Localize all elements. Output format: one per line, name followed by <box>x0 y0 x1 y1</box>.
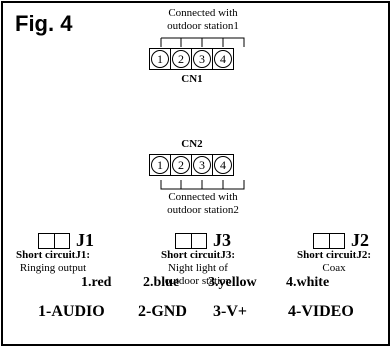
jumper-j2-pins <box>313 232 345 249</box>
j2-title: Short circuitJ2: <box>296 249 372 261</box>
jumper-j1: J1 <box>38 230 94 251</box>
jumper-j2-label: J2 <box>351 230 369 250</box>
jumper-j3-pins <box>175 232 207 249</box>
cn1-caption-line2: outdoor station1 <box>167 20 239 32</box>
cn2-label: CN2 <box>181 138 203 150</box>
jumper-j3: J3 <box>175 230 231 251</box>
j3-description: Short circuitJ3: Night light of outdoor … <box>143 249 253 288</box>
jumper-j1-pins <box>38 232 70 249</box>
connector-leads <box>160 37 245 190</box>
cn2-connector: 1 2 3 4 <box>149 154 234 176</box>
cn1-label: CN1 <box>181 73 203 85</box>
wire-color-3: 3.yellow <box>208 275 257 290</box>
cn1-pin: 4 <box>213 49 233 69</box>
jumper-j3-label: J3 <box>213 230 231 250</box>
j2-description: Short circuitJ2: Coax <box>281 249 387 275</box>
cn2-pin: 2 <box>171 155 192 175</box>
signal-1: 1-AUDIO <box>38 303 105 320</box>
cn2-pin: 3 <box>192 155 213 175</box>
cn2-pin: 4 <box>213 155 233 175</box>
wire-color-1: 1.red <box>81 275 112 290</box>
j2-desc: Coax <box>322 262 346 274</box>
cn1-caption-line1: Connected with <box>168 7 238 19</box>
signal-2: 2-GND <box>138 303 187 320</box>
j1-description: Short circuitJ1: Ringing output <box>3 249 103 275</box>
cn1-caption: Connected with outdoor station1 <box>123 7 283 33</box>
cn2-caption: Connected with outdoor station2 <box>123 191 283 217</box>
j1-title: Short circuitJ1: <box>15 249 91 261</box>
jumper-j2: J2 <box>313 230 369 251</box>
cn2-caption-line1: Connected with <box>168 191 238 203</box>
cn1-pin: 1 <box>150 49 171 69</box>
j1-desc: Ringing output <box>19 262 87 274</box>
jumper-j1-label: J1 <box>76 230 94 250</box>
cn2-caption-line2: outdoor station2 <box>167 204 239 216</box>
signal-4: 4-VIDEO <box>288 303 354 320</box>
wire-color-2: 2.blue <box>143 275 180 290</box>
j3-desc: Night light of <box>168 262 228 274</box>
j3-title: Short circuitJ3: <box>160 249 236 261</box>
cn2-pin: 1 <box>150 155 171 175</box>
signal-3: 3-V+ <box>213 303 247 320</box>
cn1-pin: 2 <box>171 49 192 69</box>
cn1-pin: 3 <box>192 49 213 69</box>
figure-label: Fig. 4 <box>15 11 73 36</box>
j3-desc2: outdoor station <box>164 275 232 287</box>
wire-color-4: 4.white <box>286 275 330 290</box>
cn1-connector: 1 2 3 4 <box>149 48 234 70</box>
